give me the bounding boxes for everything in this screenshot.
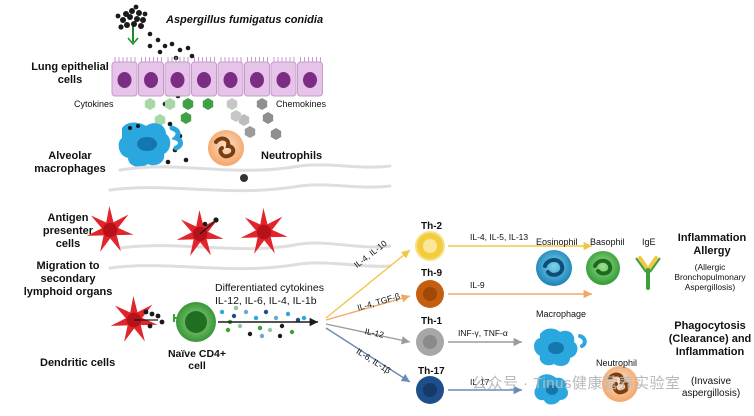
antigen-presenter-cell-2 xyxy=(176,210,224,256)
epithelial-cell xyxy=(217,57,244,97)
outcome-phagocytosis-title: Phagocytosis (Clearance) and Inflammatio… xyxy=(668,320,752,358)
conidia-cluster-icon xyxy=(115,4,148,46)
label-eosinophil: Eosinophil xyxy=(536,237,578,247)
outcome-allergy-sub: (Allergic Bronchopulmonary Aspergillosis… xyxy=(674,262,746,292)
chemokine-hexagon xyxy=(244,126,256,138)
chemokine-hexagon xyxy=(270,128,282,140)
cytokine-dot xyxy=(301,315,307,321)
chemokine-hexagons xyxy=(226,98,282,140)
cytokine-dot xyxy=(233,305,239,311)
epithelial-cell xyxy=(164,57,191,97)
label-dendritic-cells: Dendritic cells xyxy=(40,357,116,369)
cytokine-dot xyxy=(253,315,259,321)
label-macrophage: Macrophage xyxy=(536,309,587,319)
label-naive-cd4: Naïve CD4+ cell xyxy=(167,348,227,372)
differentiated-list: IL-12, IL-6, IL-4, IL-1b xyxy=(215,295,317,307)
th2-output-cytokines: IL-4, IL-5, IL-13 xyxy=(470,232,529,242)
cytokine-dot xyxy=(267,327,273,333)
epithelial-cell xyxy=(244,57,270,97)
th17-cell-icon xyxy=(416,376,444,404)
chemokine-hexagon xyxy=(262,112,274,124)
epithelial-cell-row xyxy=(111,57,323,97)
epithelial-cell xyxy=(138,57,164,97)
label-migration: Migration to secondary lymphoid organs xyxy=(23,260,113,298)
cytokine-dot xyxy=(279,323,285,329)
chemokine-hexagon xyxy=(238,114,250,126)
cytokine-dot xyxy=(263,309,269,315)
th2-cell-icon xyxy=(415,231,445,261)
label-chemokines: Chemokines xyxy=(276,99,327,109)
antigen-presenter-cell-1 xyxy=(86,206,134,252)
cytokine-dot xyxy=(247,331,253,337)
naive-cd4-cell-icon xyxy=(173,302,216,342)
alveolar-macrophage-icon xyxy=(118,122,183,167)
th1-output-cytokines: INF-γ, TNF-α xyxy=(458,328,508,338)
branch-arrows xyxy=(325,249,411,383)
cytokine-dot xyxy=(273,315,279,321)
epithelial-cell xyxy=(111,57,138,97)
th9-cell-icon xyxy=(416,280,444,308)
eosinophil-icon xyxy=(536,250,572,286)
label-basophil: Basophil xyxy=(590,237,625,247)
ige-antibody-icon xyxy=(635,256,661,290)
cytokine-hexagon xyxy=(164,98,176,110)
basophil-icon xyxy=(586,251,620,285)
differentiated-cytokine-dots xyxy=(219,305,307,339)
th9-output-cytokines: IL-9 xyxy=(470,280,485,290)
label-lung-epithelial: Lung epithelial cells xyxy=(31,61,109,86)
cytokine-dot xyxy=(295,317,301,323)
cytokine-dot xyxy=(259,333,265,339)
cytokine-dot xyxy=(219,309,225,315)
cytokine-hexagon xyxy=(144,98,156,110)
th2-label: Th-2 xyxy=(421,221,443,232)
epithelial-cell xyxy=(191,57,217,97)
cytokine-dot xyxy=(225,327,231,333)
effector-neutrophil-icon xyxy=(602,366,638,402)
cytokine-hexagon xyxy=(202,98,214,110)
outcome-phagocytosis-sub: (Invasive aspergillosis) xyxy=(681,376,741,399)
cytokine-hexagon xyxy=(180,112,192,124)
cytokine-dot xyxy=(289,329,295,335)
neutrophil-icon xyxy=(208,130,244,166)
label-alveolar-macrophages: Alveolar macrophages xyxy=(34,150,106,175)
output-arrows xyxy=(448,241,592,395)
outcome-allergy-title: Inflammation Allergy xyxy=(677,232,747,257)
label-neutrophils: Neutrophils xyxy=(261,150,323,162)
th17-label: Th-17 xyxy=(418,366,445,377)
th17-output-cytokines: IL-17 xyxy=(470,377,490,387)
epithelial-cell xyxy=(270,57,297,97)
cytokine-dot xyxy=(285,311,291,317)
chemokine-hexagon xyxy=(256,98,268,110)
cytokine-hexagon xyxy=(154,114,166,126)
label-ige: IgE xyxy=(642,237,656,247)
antigen-presenter-cell-3 xyxy=(240,208,288,254)
cytokine-dot xyxy=(237,323,243,329)
th9-label: Th-9 xyxy=(421,268,443,279)
effector-macrophage-small-icon xyxy=(534,374,568,405)
cytokine-hexagon xyxy=(182,98,194,110)
chemokine-hexagon xyxy=(226,98,238,110)
cytokine-dot xyxy=(231,313,237,319)
th1-cell-icon xyxy=(416,328,444,356)
label-antigen-presenter: Antigen presenter cells xyxy=(42,212,94,250)
cytokine-dot xyxy=(243,309,249,315)
chemokine-dot xyxy=(240,174,248,182)
differentiated-title: Differentiated cytokines xyxy=(215,282,324,294)
th1-label: Th-1 xyxy=(421,316,443,327)
chemokine-hexagon xyxy=(230,110,242,122)
dendritic-cell xyxy=(110,296,165,342)
epithelial-cell xyxy=(297,57,323,97)
cytokine-hexagons xyxy=(144,98,214,126)
cytokine-dot xyxy=(257,325,263,331)
effector-macrophage-icon xyxy=(534,328,587,366)
conidia-title: Aspergillus fumigatus conidia xyxy=(166,14,324,26)
tissue-waves xyxy=(108,163,392,271)
watermark-text: 公众号 · Tinus健康营养实验室 xyxy=(472,375,681,392)
cytokine-dot xyxy=(277,333,283,339)
label-neutrophil: Neutrophil xyxy=(596,358,638,368)
label-cytokines: Cytokines xyxy=(74,99,114,109)
